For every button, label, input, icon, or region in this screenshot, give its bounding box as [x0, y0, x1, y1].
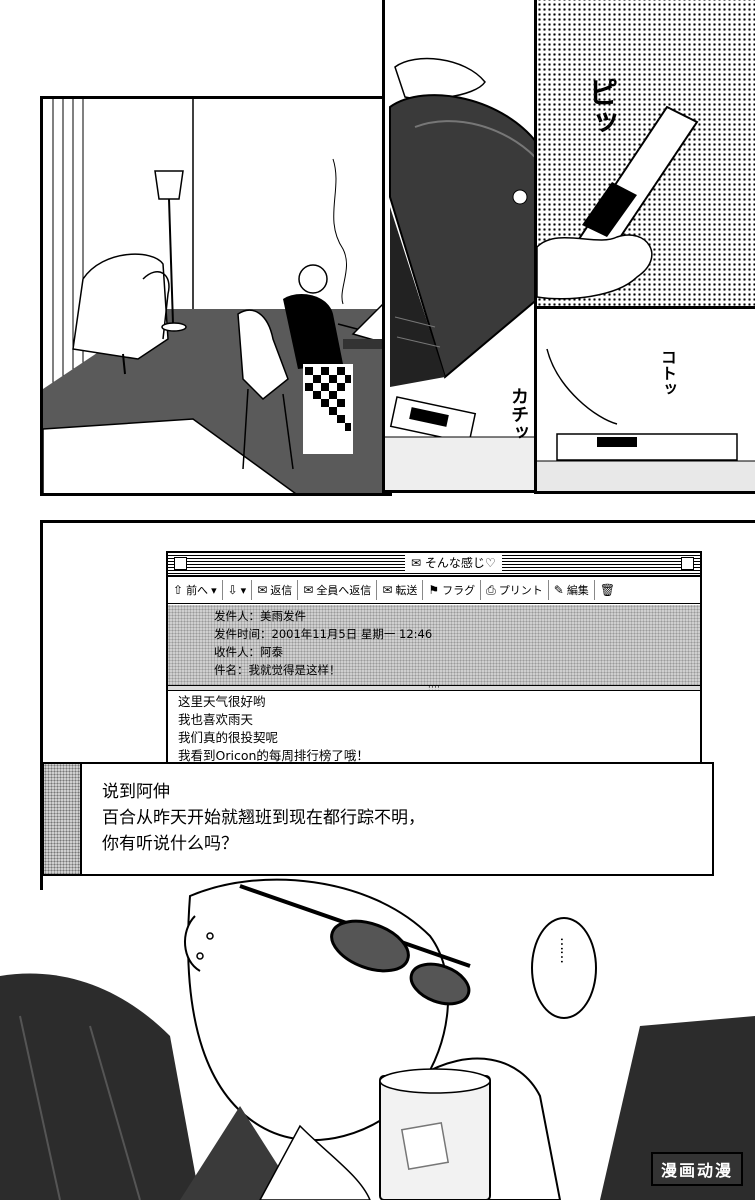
edit-icon: ✎	[553, 583, 564, 597]
mail-body: 这里天气很好哟 我也喜欢雨天 我们真的很投契呢 我看到Oricon的每周排行榜了…	[178, 693, 369, 765]
envelope-icon: ✉	[411, 556, 425, 570]
toolbar-prev-button[interactable]: ⇧ 前へ ▾	[168, 580, 223, 600]
caption-line: 你有听说什么吗？	[102, 834, 238, 854]
down-arrow-icon: ⇩	[227, 583, 238, 597]
toolbar-trash-button[interactable]: 🗑	[595, 580, 623, 600]
phone-desk-illustration	[537, 348, 755, 491]
mail-title: ✉ そんな感じ♡	[405, 555, 502, 571]
watermark-logo: 漫画动漫	[650, 1152, 743, 1186]
speech-bubble-text: ……	[557, 937, 573, 963]
caption-line: 百合从昨天开始就翘班到现在都行踪不明，	[102, 808, 425, 828]
toolbar-next-button[interactable]: ⇩ ▾	[223, 580, 253, 600]
panel-phone: ピッ	[534, 0, 755, 309]
sfx-click: カチッ	[508, 387, 529, 441]
speech-bubble: ……	[531, 917, 597, 1019]
header-date: 发件时间：2001年11月5日 星期一 12:46	[214, 627, 433, 641]
hotel-room-illustration	[43, 99, 389, 493]
panel-man-sunglasses	[0, 876, 755, 1200]
mail-body-line: 我也喜欢雨天	[178, 712, 254, 727]
mail-title-bar[interactable]: ✉ そんな感じ♡	[168, 553, 700, 577]
panel-hotel-room	[40, 96, 392, 496]
mail-body-line: 我看到Oricon的每周排行榜了哦！	[178, 748, 369, 763]
flag-icon: ⚑	[428, 583, 440, 597]
close-box-icon[interactable]	[174, 557, 187, 570]
caption-line: 说到阿伸	[102, 782, 170, 802]
toolbar-flag-button[interactable]: ⚑ フラグ	[423, 580, 482, 600]
grip-icon: ::::	[427, 684, 441, 694]
toolbar-reply-all-button[interactable]: ✉ 全員へ返信	[298, 580, 378, 600]
toolbar-reply-button[interactable]: ✉ 返信	[252, 580, 299, 600]
dropdown-triangle-icon: ▾	[211, 583, 217, 597]
print-icon: ⎙	[486, 582, 496, 597]
dropdown-triangle-icon: ▾	[240, 583, 247, 597]
forward-icon: ✉	[382, 583, 393, 597]
trash-icon: 🗑	[599, 583, 616, 597]
narration-caption: 说到阿伸 百合从昨天开始就翘班到现在都行踪不明， 你有听说什么吗？	[42, 762, 714, 876]
pane-divider[interactable]: ::::	[168, 684, 700, 694]
toolbar-print-button[interactable]: ⎙ プリント	[481, 580, 549, 600]
reply-icon: ✉	[257, 583, 268, 597]
laptop-illustration	[385, 57, 539, 490]
panel-laptop-lid: カチッ	[382, 0, 542, 493]
header-subject: 件名：我就觉得是这样！	[214, 663, 341, 677]
sfx-clack: コトッ	[658, 349, 677, 397]
panel-phone-desk: コトッ	[534, 306, 755, 494]
mail-body-line: 这里天气很好哟	[178, 694, 266, 709]
header-to: 收件人：阿泰	[214, 645, 283, 659]
mail-body-line: 我们真的很投契呢	[178, 730, 279, 745]
zoom-box-icon[interactable]	[681, 557, 694, 570]
man-sunglasses-illustration	[0, 878, 755, 1200]
mail-headers: 发件人：美雨发件 发件时间：2001年11月5日 星期一 12:46 收件人：阿…	[168, 605, 700, 685]
mail-window: ✉ そんな感じ♡ ⇧ 前へ ▾ ⇩ ▾ ✉ 返信 ✉ 全員へ返信 ✉ 転送 ⚑ …	[166, 551, 702, 769]
sfx-beep: ピッ	[582, 77, 617, 137]
caption-gutter	[44, 764, 82, 874]
toolbar-forward-button[interactable]: ✉ 転送	[377, 580, 424, 600]
up-arrow-icon: ⇧	[173, 583, 184, 597]
phone-hand-illustration	[537, 105, 699, 300]
mail-toolbar: ⇧ 前へ ▾ ⇩ ▾ ✉ 返信 ✉ 全員へ返信 ✉ 転送 ⚑ フラグ ⎙ プリン…	[168, 577, 700, 604]
reply-all-icon: ✉	[303, 583, 314, 597]
header-from: 发件人：美雨发件	[214, 609, 306, 623]
toolbar-edit-button[interactable]: ✎ 編集	[549, 580, 595, 600]
